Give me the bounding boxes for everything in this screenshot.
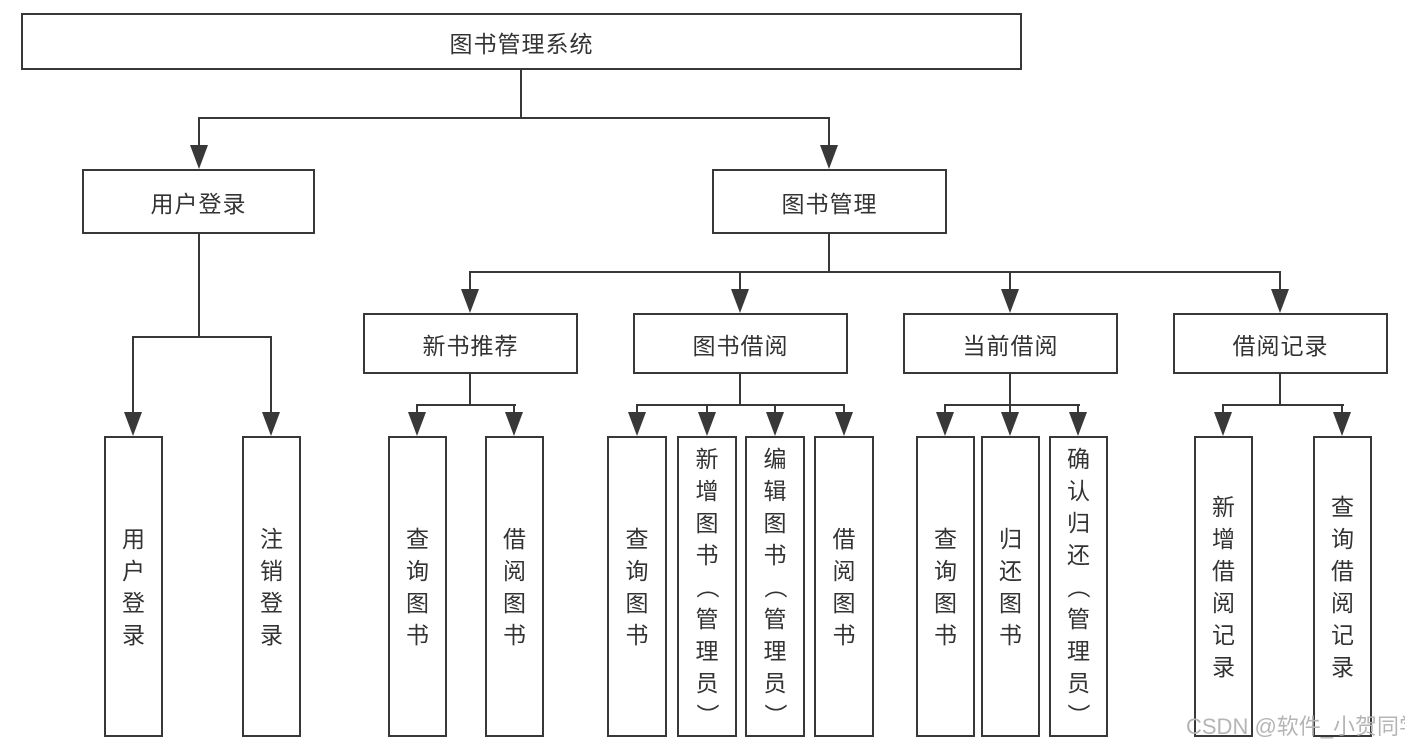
arrow-down-icon (820, 145, 838, 169)
node-add-book-admin-label: 新增图书（管理员） (694, 445, 720, 727)
connector-recommend-stem (469, 374, 471, 406)
arrow-down-icon (698, 412, 716, 436)
node-user-login-action: 用户登录 (104, 436, 163, 737)
connector-login-stem (198, 233, 200, 338)
node-edit-book-admin: 编辑图书（管理员） (745, 436, 805, 737)
arrow-down-icon (461, 289, 479, 313)
node-book-borrow-section: 图书借阅 (633, 313, 848, 374)
node-borrow-books-action-label: 借阅图书 (832, 525, 856, 648)
node-book-mgmt: 图书管理 (712, 169, 947, 234)
node-query-borrow-record: 查询借阅记录 (1313, 436, 1372, 737)
node-new-book-recommend: 新书推荐 (363, 313, 578, 374)
arrow-down-icon (190, 145, 208, 169)
connector-login-bar (132, 336, 272, 338)
arrow-down-icon (936, 412, 954, 436)
connector-recommend-bar (416, 404, 516, 406)
node-borrow-books-action: 借阅图书 (814, 436, 874, 737)
node-user-login: 用户登录 (82, 169, 315, 234)
node-book-mgmt-label: 图书管理 (781, 190, 878, 217)
node-root: 图书管理系统 (21, 13, 1022, 70)
node-recommend-query-books-label: 查询图书 (406, 525, 429, 648)
arrow-down-icon (1069, 412, 1087, 436)
node-recommend-borrow-books-label: 借阅图书 (503, 525, 526, 648)
node-add-borrow-record-label: 新增借阅记录 (1212, 493, 1235, 680)
connector-root-stem (520, 69, 522, 119)
node-confirm-return-admin-label: 确认归还（管理员） (1065, 445, 1092, 727)
node-current-borrow-label: 当前借阅 (962, 332, 1059, 359)
connector-mgmt-stem (828, 233, 830, 273)
node-add-borrow-record: 新增借阅记录 (1194, 436, 1253, 737)
arrow-down-icon (262, 412, 280, 436)
node-logout-action: 注销登录 (242, 436, 301, 737)
arrow-down-icon (1001, 289, 1019, 313)
connector-records-bar (1222, 404, 1344, 406)
node-confirm-return-admin: 确认归还（管理员） (1049, 436, 1108, 737)
connector-current-stem (1009, 374, 1011, 406)
node-user-login-label: 用户登录 (150, 190, 247, 217)
node-edit-book-admin-label: 编辑图书（管理员） (762, 445, 788, 727)
csdn-watermark: CSDN @软件_小贺同学 (1186, 714, 1405, 739)
node-borrow-query-books-label: 查询图书 (625, 525, 649, 648)
arrow-down-icon (124, 412, 142, 436)
node-current-query-books-label: 查询图书 (934, 525, 957, 648)
arrow-down-icon (835, 412, 853, 436)
connector-records-stem (1279, 374, 1281, 406)
connector-user-login-shaft (198, 117, 200, 151)
node-user-login-action-label: 用户登录 (122, 525, 145, 648)
node-borrow-query-books: 查询图书 (607, 436, 667, 737)
connector-borrowsec-bar (636, 404, 845, 406)
node-return-books-label: 归还图书 (999, 525, 1022, 648)
connector-book-mgmt-shaft (828, 117, 830, 151)
connector-borrowsec-stem (739, 374, 741, 406)
connector-mgmt-bar (469, 271, 1281, 273)
node-new-book-recommend-label: 新书推荐 (422, 332, 519, 359)
arrow-down-icon (628, 412, 646, 436)
node-current-query-books: 查询图书 (916, 436, 975, 737)
node-add-book-admin: 新增图书（管理员） (677, 436, 737, 737)
node-borrow-records: 借阅记录 (1173, 313, 1388, 374)
connector-borrowsec-shaft (739, 271, 741, 297)
node-query-borrow-record-label: 查询借阅记录 (1331, 493, 1354, 680)
node-recommend-query-books: 查询图书 (388, 436, 447, 737)
node-current-borrow: 当前借阅 (903, 313, 1118, 374)
arrow-down-icon (505, 412, 523, 436)
connector-recommend-shaft (469, 271, 471, 297)
node-recommend-borrow-books: 借阅图书 (485, 436, 544, 737)
node-root-label: 图书管理系统 (449, 30, 594, 57)
node-book-borrow-section-label: 图书借阅 (692, 332, 789, 359)
arrow-down-icon (1271, 289, 1289, 313)
arrow-down-icon (766, 412, 784, 436)
arrow-down-icon (731, 289, 749, 313)
arrow-down-icon (408, 412, 426, 436)
connector-current-bar (944, 404, 1080, 406)
arrow-down-icon (1214, 412, 1232, 436)
connector-login-leaf1-shaft (132, 336, 134, 422)
connector-records-shaft (1279, 271, 1281, 297)
node-borrow-records-label: 借阅记录 (1232, 332, 1329, 359)
connector-current-shaft (1009, 271, 1011, 297)
connector-login-leaf2-shaft (270, 336, 272, 422)
arrow-down-icon (1333, 412, 1351, 436)
node-logout-action-label: 注销登录 (260, 525, 283, 648)
node-return-books: 归还图书 (981, 436, 1040, 737)
connector-root-bar (198, 117, 830, 119)
arrow-down-icon (1001, 412, 1019, 436)
